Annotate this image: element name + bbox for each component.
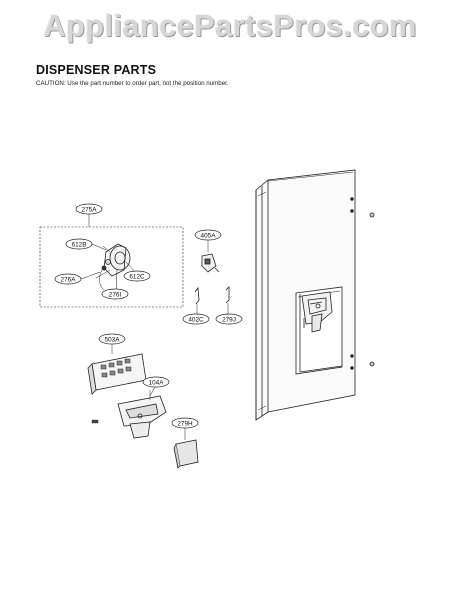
- callout-402c-label: 402C: [188, 316, 204, 323]
- callout-276i-label: 276I: [109, 291, 122, 298]
- callout-405a-shape: [194, 229, 222, 241]
- watermark: AppliancePartsPros.com: [43, 8, 417, 43]
- part-279h: [173, 428, 199, 469]
- callout-276a-label: 276A: [61, 276, 77, 283]
- part-405a: [201, 240, 220, 273]
- callout-503a-label: 503A: [105, 336, 121, 343]
- callout-279j-label: 279J: [222, 316, 236, 323]
- callout-612b-label: 612B: [72, 241, 87, 248]
- callout-104a-label: 104A: [149, 379, 165, 386]
- callout-104a-shape: [142, 376, 170, 388]
- callout-279h-label: 279H: [177, 420, 193, 427]
- callout-405a-label: 405A: [201, 232, 217, 239]
- callout-275a-shape: [75, 203, 103, 215]
- door-panel: [255, 169, 375, 421]
- page-title: DISPENSER PARTS: [36, 63, 157, 77]
- part-104a: [91, 386, 167, 439]
- callout-503a-shape: [98, 333, 126, 345]
- part-503a: [87, 344, 147, 395]
- callout-612c-shape: [123, 270, 151, 282]
- callout-275a-label: 275A: [82, 206, 98, 213]
- callout-279h-shape: [171, 417, 199, 429]
- caution-note: CAUTION: Use the part number to order pa…: [36, 80, 229, 87]
- callout-276i-shape: [101, 288, 129, 300]
- callout-612c-label: 612C: [129, 273, 145, 280]
- callout-402c-shape: [182, 313, 210, 325]
- callout-279j-shape: [215, 313, 243, 325]
- assembly-275a-group: [39, 214, 184, 308]
- part-402c-279j: [194, 286, 230, 314]
